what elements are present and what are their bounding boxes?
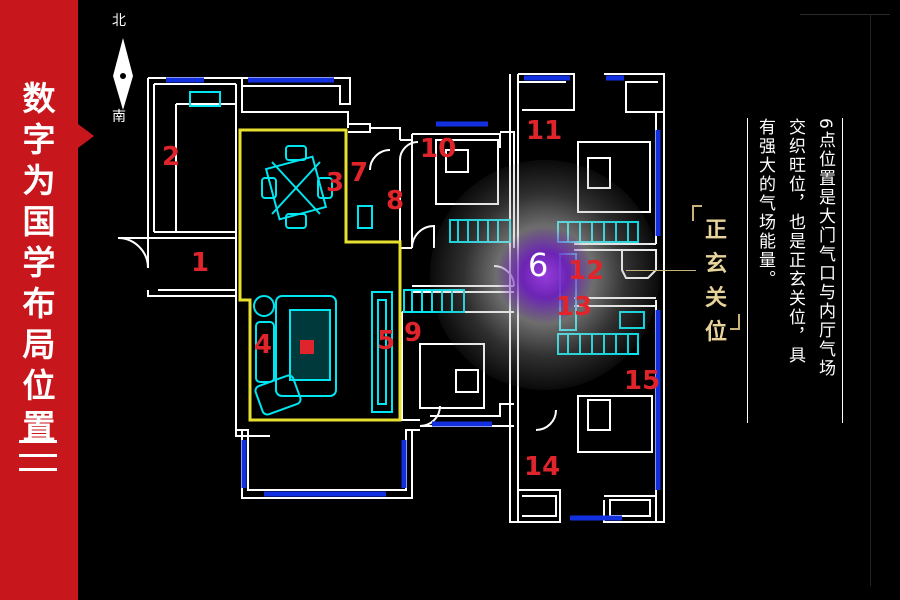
room-label: 2 [162,142,181,172]
bracket-top-left [692,205,702,221]
room-label: 7 [350,158,369,188]
description-column: 有强大的气场能量。 [755,118,775,289]
room-label: 15 [624,366,661,396]
tag-char: 位 [704,319,727,345]
decor-line [870,14,871,586]
title-char: 国 [22,202,56,241]
title-char: 数 [22,79,56,118]
description-column: 交织旺位，也是正玄关位，具 [785,118,805,365]
room-label: 12 [568,256,605,286]
title-char: 布 [22,284,56,323]
room-label: 3 [326,168,345,198]
room-label: 11 [526,116,563,146]
compass: 北 南 [103,10,143,130]
page-title: 数 字 为 国 学 布 局 位 置 [0,78,78,447]
decor-line [800,14,890,15]
sidebar-pointer [78,124,94,148]
room-label: 8 [386,186,405,216]
tag-char: 玄 [704,251,727,277]
compass-south-label: 南 [112,109,126,125]
living-room-outline [238,128,402,422]
xuanguan-tag: 正 玄 关 位 [692,205,740,345]
title-char: 字 [22,120,56,159]
title-char: 位 [22,366,56,405]
title-char: 置 [22,407,56,446]
room-label: 5 [377,326,396,356]
title-char: 局 [22,325,56,364]
roman-numeral-three [19,440,57,472]
room-label: 14 [524,452,561,482]
compass-north-label: 北 [112,13,126,29]
title-char: 为 [22,161,56,200]
room-label: 13 [556,292,593,322]
xuanguan-glow [430,160,660,390]
description-box: 6点位置是大门气口与内厅气场 交织旺位，也是正玄关位，具 有强大的气场能量。 [747,118,843,423]
sidebar-panel [0,0,78,600]
compass-needle-icon [113,38,133,110]
tag-char: 关 [704,285,727,311]
bracket-bottom-right [730,314,740,330]
title-char: 学 [22,243,56,282]
leader-line [626,270,696,271]
room-label: 4 [254,330,273,360]
center-room-number: 6 [528,246,549,284]
windows [166,75,661,521]
room-label: 1 [191,248,210,278]
tag-char: 正 [704,217,727,243]
room-label: 10 [420,134,457,164]
description-column: 6点位置是大门气口与内厅气场 [815,118,835,378]
room-label: 9 [404,318,423,348]
